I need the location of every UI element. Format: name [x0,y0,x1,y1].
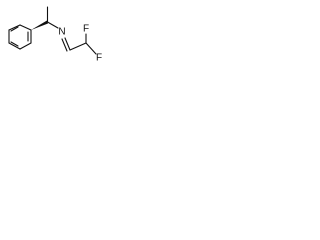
ring-bond-6 [8,24,21,31]
fluorine-upper-atom-label: F [83,24,89,35]
imine-double-bond-b [61,38,68,52]
c-n-bond [46,21,59,29]
nitrogen-atom-label: N [58,27,65,38]
ring-double-bond-2 [10,41,19,47]
c-f-lower-bond [85,42,97,55]
c-c-bond [69,42,87,51]
fluorine-lower-atom-label: F [96,53,102,64]
phenyl-ring [8,24,32,50]
chemical-structure-diagram: N F F [8,6,102,64]
imine-double-bond-a [64,37,71,51]
ring-bond-1 [19,24,32,31]
ring-bond-3 [19,42,32,50]
ring-double-bond-3 [10,26,19,32]
wedge-bond [31,20,48,30]
ring-bond-4 [8,42,21,50]
